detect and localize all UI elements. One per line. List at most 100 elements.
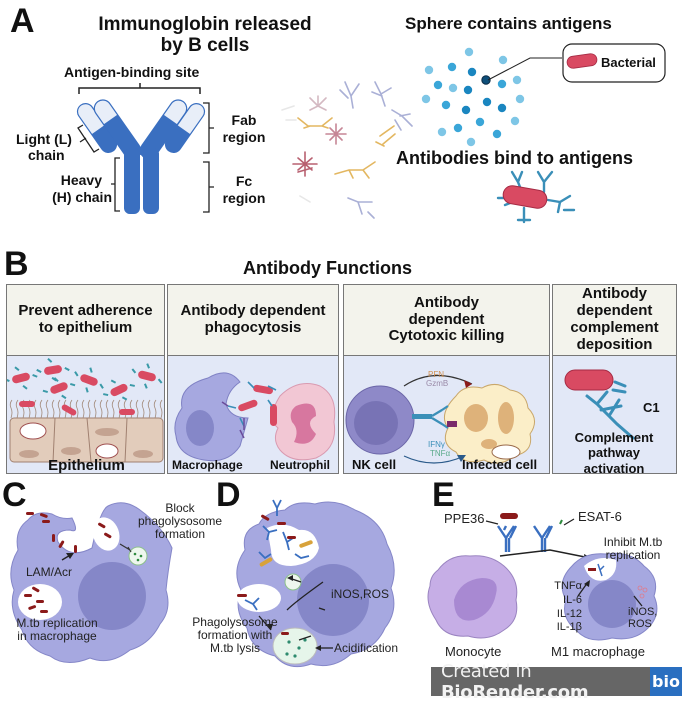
antigen-site-bracket [78,83,201,94]
box-phagocytosis-body: Macrophage Neutrophil [167,356,339,474]
gzmb-label: GzmB [426,379,449,388]
antibody-mediated-killing-illustration [236,499,395,668]
adhered-bacterium [61,404,77,416]
adhered-bacterium [19,401,35,407]
antibody-structure-diagram [76,83,214,214]
fab-label-line1: Fab [231,112,257,128]
faded-antibody [309,95,327,111]
light-chain-left [76,103,118,153]
heavy-chain-right-stem [143,148,159,214]
antigen-dot [424,65,434,75]
faded-antibody [281,105,311,203]
cilia [9,399,163,419]
fc-region-label: Fc region [216,173,272,207]
callout-label: Bacterial [601,55,656,70]
fab-label-line2: region [222,128,266,145]
cilium [57,399,61,419]
faded-antibody [292,151,318,177]
heavy-chain-label: Heavy (H) chain [40,172,112,206]
light-chain-label-line2: chain [28,147,65,164]
cilium [153,399,157,419]
heavy-chain-bracket [111,157,120,212]
faded-antibody [347,197,375,219]
panel-e-illustration [427,513,658,641]
cilium [87,399,91,419]
box-complement-body: C1 Complement pathway activation [552,356,677,474]
cytokine-il12: IL-12 [556,607,582,620]
antibody-coated-bacterium [7,366,38,390]
antigen-dot [453,123,463,133]
antigen-dot [421,94,431,104]
antigen-dot [492,129,502,139]
callout-box [562,43,666,83]
fc-label-line2: region [222,189,266,206]
cytokine-list: TNFα IL-6 IL-12 IL-1β [552,580,582,635]
complement-pathway-label: Complement pathway activation [574,430,654,474]
acidification-label: Acidification [334,641,399,655]
fab-region-label: Fab region [216,112,272,146]
faded-antibody [325,123,347,145]
m1-nucleus [588,580,636,628]
tnfa-label: TNFα [430,449,451,458]
neutrophil-nucleus [290,403,316,444]
cilium [75,399,79,419]
block-phagolysosome-label: Block phagolysosome formation [137,501,223,542]
cytokine-il1b: IL-1β [556,621,582,634]
cilium [117,399,121,419]
epithelium-illustration [7,357,164,463]
faded-antibody [391,109,413,131]
antigen-dot [482,97,492,107]
lysosome [128,546,148,566]
phagolysosome-label: Phagolysosome formation with M.tb lysis [192,615,278,656]
inos-ros-label-e: iNOS, ROS [628,606,658,631]
inos-ros-label-d: iNOS,ROS [331,587,390,601]
c1-label: C1 [643,400,660,415]
antigen-dot [448,83,458,93]
box-phagocytosis-header: Antibody dependent phagocytosis [167,284,339,356]
box-cytotoxic-header: Antibody dependent Cytotoxic killing [343,284,550,356]
ifng-label: IFNγ [428,440,445,449]
faded-antibody [297,117,333,129]
fc-label-line1: Fc [235,173,253,189]
pfn-label: PFN [428,370,444,379]
heavy-chain-label-line1: Heavy [60,172,102,188]
monocyte-label: Monocyte [445,644,502,659]
macrophage-nucleus [186,410,214,446]
antibody-bound-bacterium [496,170,576,224]
antigen-dot [467,67,477,77]
antigen-dot [463,85,473,95]
phagocytic-cup [267,524,319,566]
antigen-dot [481,75,491,85]
panel-b-letter: B [4,245,29,283]
cilium [45,399,49,419]
fab-bracket [203,102,214,154]
antigen-dot [512,75,522,85]
cilium [93,399,97,419]
cilium [141,399,145,419]
adhered-bacterium [119,409,135,415]
scattered-antibodies-cluster [281,81,413,219]
box-prevent-adherence-body: Epithelium [6,356,165,474]
nucleus-d [297,564,369,636]
m1-macrophage-label: M1 macrophage [551,644,645,659]
biorender-watermark: Created in BioRender.com bio [431,661,682,703]
faded-antibody [375,125,396,147]
sphere-title: Sphere contains antigens [405,14,612,33]
light-chain-label-line1: Light (L) [16,131,72,147]
antibody-coated-bacterium [42,376,76,400]
box-cytotoxic-body: PFN GzmB IFNγ TNFα NK cell Infected cell [343,356,550,474]
mtb-replication-label: M.tb replication in macrophage [16,616,98,644]
esat6-label: ESAT-6 [578,509,622,524]
cilium [33,399,37,419]
cilium [111,399,115,419]
bacterial-callout [487,43,666,83]
antigen-dot [466,137,476,147]
brand-text: BioRender.com [441,681,589,703]
antibody-ppe36 [497,525,518,552]
ppe36-antigen [500,513,518,519]
nk-nucleus [354,401,398,445]
antigen-dot [437,127,447,137]
panel-e-letter: E [432,476,455,514]
antibody-coated-bacterium [36,357,70,383]
cilium [99,399,103,419]
